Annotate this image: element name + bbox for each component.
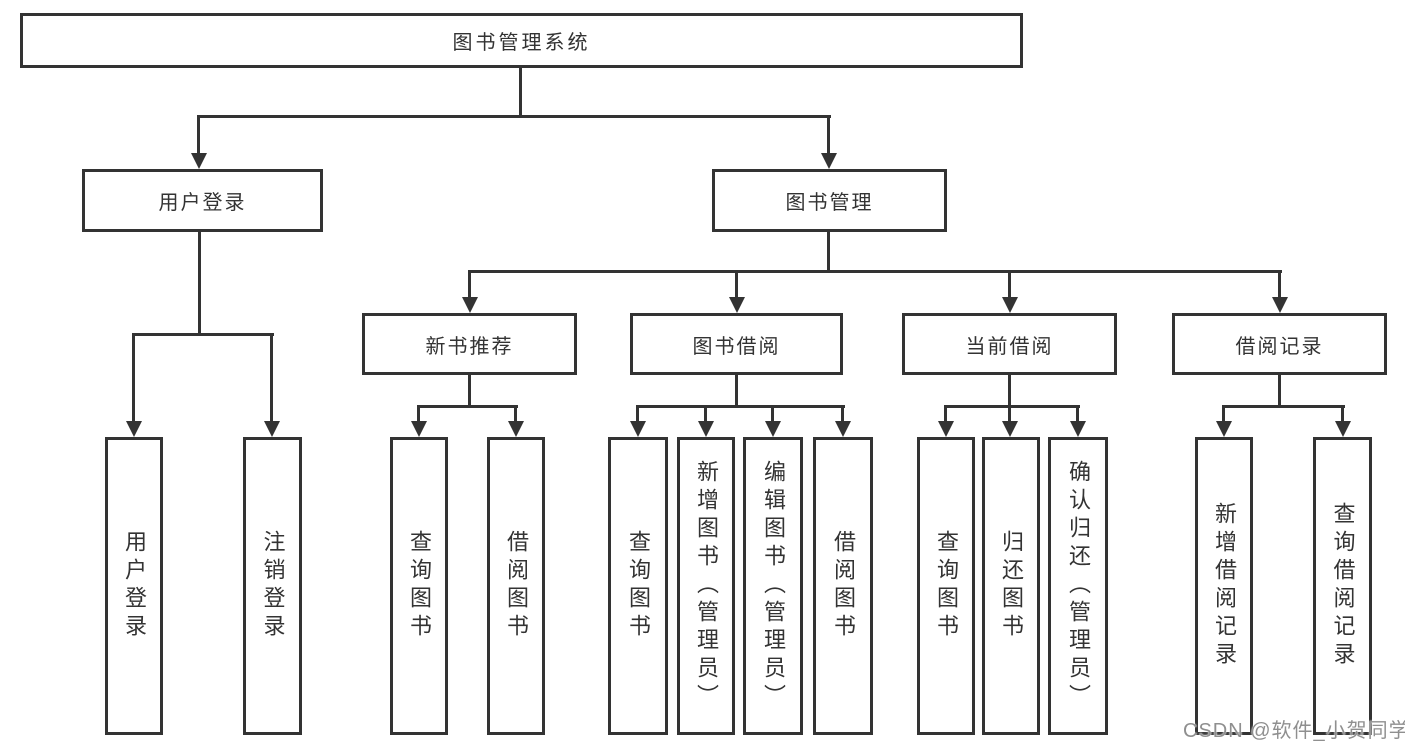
node-label-current-borrow: 当前借阅: [965, 335, 1054, 358]
node-root: 图书管理系统: [20, 13, 1023, 68]
node-leaf-borrow-book-2: 借阅图书: [813, 437, 873, 735]
arrow-down-icon: [461, 297, 478, 313]
arrow-down-icon: [1001, 421, 1018, 437]
connector-line-v: [270, 334, 273, 423]
node-label-leaf-edit-book: 编辑图书（管理员）: [761, 460, 786, 712]
node-leaf-borrow-book-1: 借阅图书: [487, 437, 545, 735]
connector-line-h: [417, 405, 518, 408]
arrow-down-icon: [728, 297, 745, 313]
node-book-mgmt: 图书管理: [712, 169, 947, 232]
connector-line-h: [636, 405, 845, 408]
connector-line-v: [1278, 374, 1281, 407]
arrow-down-icon: [1215, 421, 1232, 437]
node-label-leaf-return-book: 归还图书: [999, 530, 1024, 642]
connector-line-v: [468, 271, 471, 299]
connector-line-v: [636, 406, 639, 423]
connector-line-v: [1076, 406, 1079, 423]
arrow-down-icon: [410, 421, 427, 437]
connector-line-v: [944, 406, 947, 423]
node-label-leaf-logout: 注销登录: [260, 530, 286, 642]
arrow-down-icon: [263, 421, 280, 437]
arrow-down-icon: [507, 421, 524, 437]
arrow-down-icon: [1334, 421, 1351, 437]
node-book-borrow: 图书借阅: [630, 313, 843, 375]
connector-line-v: [197, 116, 200, 155]
node-label-leaf-confirm-return: 确认归还（管理员）: [1066, 460, 1091, 712]
connector-line-h: [468, 270, 1282, 273]
node-leaf-add-borrow-record: 新增借阅记录: [1195, 437, 1253, 735]
node-label-new-book-rec: 新书推荐: [425, 335, 514, 358]
node-label-leaf-borrow-book-1: 借阅图书: [504, 530, 529, 642]
connector-line-v: [468, 374, 471, 407]
watermark: CSDN @软件_小贺同学: [1183, 720, 1405, 742]
arrow-down-icon: [697, 421, 714, 437]
arrow-down-icon: [1069, 421, 1086, 437]
node-leaf-logout: 注销登录: [243, 437, 302, 735]
connector-line-v: [417, 406, 420, 423]
connector-line-v: [198, 231, 201, 335]
node-label-leaf-query-book-3: 查询图书: [934, 530, 959, 642]
node-leaf-add-book: 新增图书（管理员）: [677, 437, 735, 735]
node-leaf-confirm-return: 确认归还（管理员）: [1048, 437, 1108, 735]
node-current-borrow: 当前借阅: [902, 313, 1117, 375]
arrow-down-icon: [937, 421, 954, 437]
node-label-book-mgmt: 图书管理: [785, 192, 874, 214]
arrow-down-icon: [1001, 297, 1018, 313]
arrow-down-icon: [125, 421, 142, 437]
node-label-book-borrow: 图书借阅: [692, 335, 781, 358]
connector-line-v: [771, 406, 774, 423]
arrow-down-icon: [834, 421, 851, 437]
node-label-leaf-user-login: 用户登录: [122, 530, 147, 642]
connector-line-v: [735, 374, 738, 407]
connector-line-h: [132, 333, 274, 336]
node-label-borrow-records: 借阅记录: [1235, 335, 1324, 358]
arrow-down-icon: [820, 153, 837, 169]
node-label-user-login: 用户登录: [158, 192, 247, 214]
connector-line-v: [827, 231, 830, 272]
node-new-book-rec: 新书推荐: [362, 313, 577, 375]
connector-line-v: [1008, 271, 1011, 299]
connector-line-v: [841, 406, 844, 423]
arrow-down-icon: [190, 153, 207, 169]
arrow-down-icon: [764, 421, 781, 437]
connector-line-v: [735, 271, 738, 299]
node-user-login: 用户登录: [82, 169, 323, 232]
node-leaf-return-book: 归还图书: [982, 437, 1040, 735]
node-label-leaf-query-borrow-record: 查询借阅记录: [1330, 502, 1356, 670]
connector-line-v: [1008, 374, 1011, 407]
connector-line-v: [132, 334, 135, 423]
connector-line-v: [1222, 406, 1225, 423]
arrow-down-icon: [1271, 297, 1288, 313]
node-label-leaf-query-book-1: 查询图书: [407, 530, 432, 642]
connector-line-v: [514, 406, 517, 423]
node-leaf-edit-book: 编辑图书（管理员）: [743, 437, 803, 735]
connector-line-v: [704, 406, 707, 423]
node-borrow-records: 借阅记录: [1172, 313, 1387, 375]
node-leaf-query-borrow-record: 查询借阅记录: [1313, 437, 1372, 735]
arrow-down-icon: [629, 421, 646, 437]
node-label-leaf-add-borrow-record: 新增借阅记录: [1212, 502, 1237, 670]
node-label-leaf-borrow-book-2: 借阅图书: [831, 530, 856, 642]
connector-line-v: [827, 116, 830, 155]
connector-line-v: [519, 67, 522, 117]
connector-line-h: [944, 405, 1080, 408]
connector-line-v: [1341, 406, 1344, 423]
connector-line-v: [1278, 271, 1281, 299]
node-leaf-query-book-3: 查询图书: [917, 437, 975, 735]
connector-line-h: [1222, 405, 1345, 408]
connector-line-h: [197, 115, 831, 118]
node-leaf-user-login: 用户登录: [105, 437, 163, 735]
node-leaf-query-book-1: 查询图书: [390, 437, 448, 735]
node-label-leaf-add-book: 新增图书（管理员）: [694, 460, 719, 712]
node-leaf-query-book-2: 查询图书: [608, 437, 668, 735]
node-label-root: 图书管理系统: [452, 32, 591, 54]
connector-line-v: [1008, 406, 1011, 423]
node-label-leaf-query-book-2: 查询图书: [626, 530, 651, 642]
